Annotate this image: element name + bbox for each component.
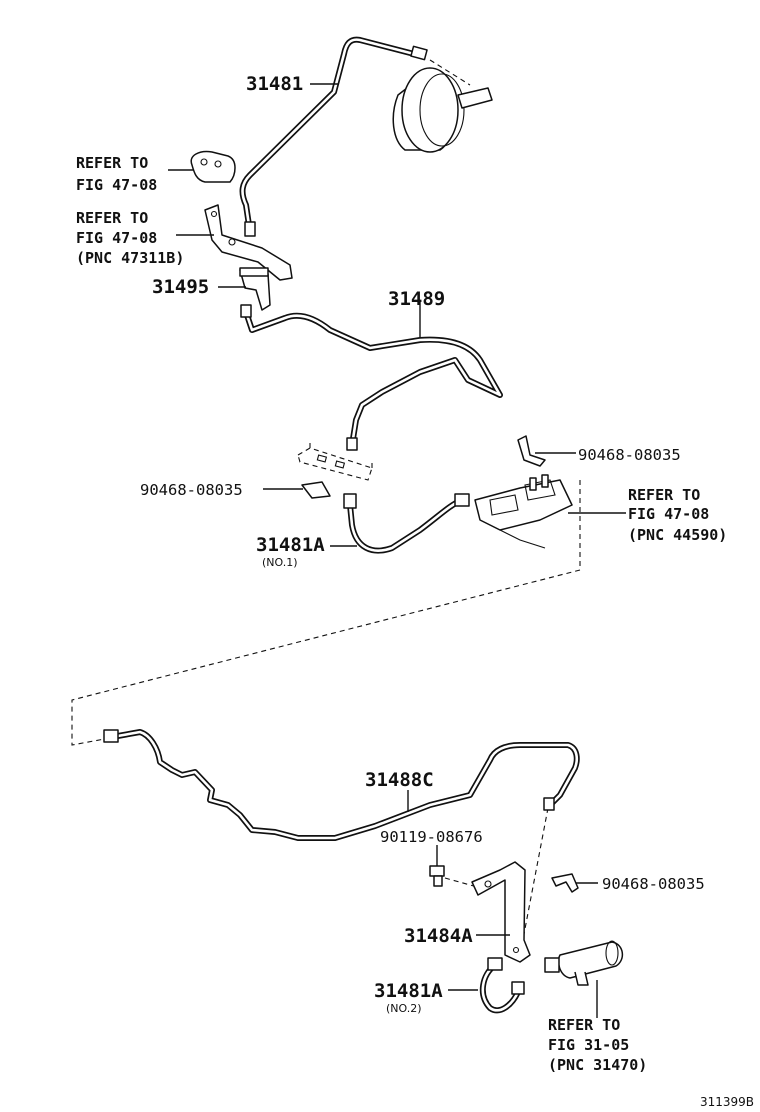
label-90468-left: 90468-08035 [140, 481, 243, 499]
label-31484A: 31484A [404, 925, 473, 947]
label-31481A-no1: 31481A [256, 534, 325, 556]
ref1-line2: FIG 47-08 [76, 176, 157, 194]
label-31481A-no2: 31481A [374, 980, 443, 1002]
ref4-line1: REFER TO [548, 1016, 620, 1034]
refer-part-mount [190, 150, 236, 183]
pipe-31489 [240, 304, 503, 451]
connection-dashes [71, 480, 581, 956]
hose-31481A-no2 [479, 957, 525, 1014]
figure-code: 311399B [700, 1095, 754, 1109]
pipe-31488C [103, 729, 580, 841]
ref4-line3: (PNC 31470) [548, 1056, 647, 1074]
pipe-31481 [239, 36, 428, 237]
junction-block [474, 474, 573, 549]
ref2-line1: REFER TO [76, 209, 148, 227]
refer-part-bracket [204, 204, 293, 281]
label-90468-top: 90468-08035 [578, 446, 681, 464]
label-31481A-no1-sub: (NO.1) [262, 556, 298, 569]
slave-cylinder [544, 940, 624, 986]
label-31495: 31495 [152, 276, 209, 298]
ref3-line1: REFER TO [628, 486, 700, 504]
clip-90468-bottom [551, 873, 579, 893]
label-90119: 90119-08676 [380, 828, 483, 846]
leader-lines [168, 83, 626, 1018]
bolt-90119 [429, 865, 445, 887]
brake-booster [392, 59, 493, 153]
bracket-plate [297, 440, 373, 481]
clip-90468-left [301, 481, 331, 499]
ref1-line1: REFER TO [76, 154, 148, 172]
ref2-line3: (PNC 47311B) [76, 249, 184, 267]
label-31488C: 31488C [365, 769, 434, 791]
clip-90468-top [517, 435, 546, 467]
ref4-line2: FIG 31-05 [548, 1036, 629, 1054]
ref3-line3: (PNC 44590) [628, 526, 727, 544]
label-31481: 31481 [246, 73, 303, 95]
label-90468-bottom: 90468-08035 [602, 875, 705, 893]
ref2-line2: FIG 47-08 [76, 229, 157, 247]
clamp-31495 [239, 267, 271, 311]
bracket-31484A [471, 861, 531, 963]
label-31481A-no2-sub: (NO.2) [386, 1002, 422, 1015]
label-31489: 31489 [388, 288, 445, 310]
hose-31481A-no1 [343, 493, 470, 554]
ref3-line2: FIG 47-08 [628, 505, 709, 523]
